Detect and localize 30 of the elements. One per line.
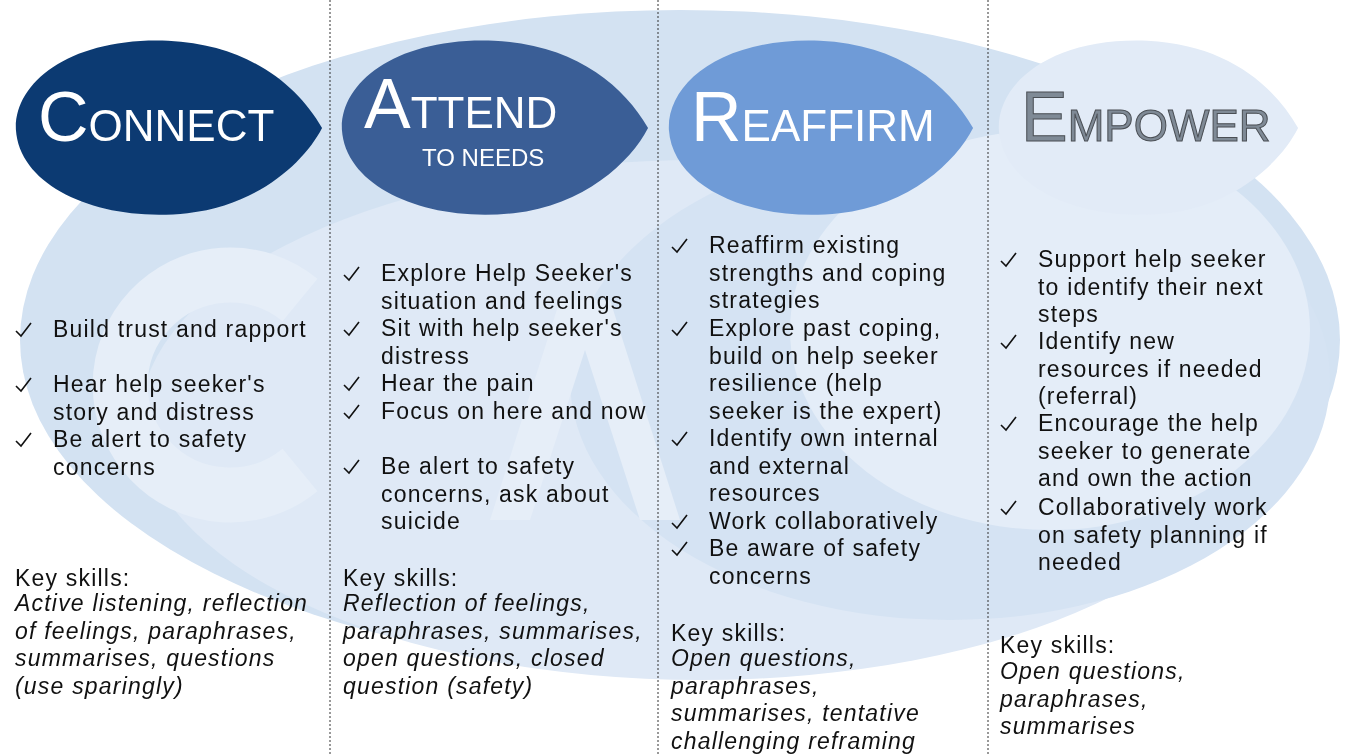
checklist-item: Hear the pain [381,370,536,398]
key-skills-text: Reflection of feelings, paraphrases, summarises, open questions, closed question (safety) [343,590,643,700]
stage-heading: EMPOWER [1021,92,1271,151]
checklist-item: Encourage the help seeker to generate and own the action [1038,410,1261,493]
checklist-item: Sit with help seeker's distress [381,315,624,370]
key-skills-heading: Key skills: [671,620,788,648]
key-skills-heading: Key skills: [1000,632,1117,660]
stage-subheading: TO NEEDS [422,145,545,171]
checklist-item: Identify new resources if needed (referral) [1038,328,1264,411]
key-skills-heading: Key skills: [15,565,132,593]
checklist-item: Be alert to safety concerns, ask about suicide [381,453,611,536]
key-skills-text: Open questions, paraphrases, summarises [1000,658,1187,741]
key-skills-text: Active listening, reflection of feelings, paraphrases, summarises, questions (use sparingly) [15,590,310,700]
stage-heading: ATTEND [364,79,558,138]
checklist-item: Be alert to safety concerns [53,426,249,481]
checklist-item: Reaffirm existing strengths and coping strategies [709,232,948,315]
checklist-item: Be aware of safety concerns [709,535,923,590]
checklist-item: Identify own internal and external resources [709,425,940,508]
checklist-item: Hear help seeker's story and distress [53,371,267,426]
checklist-item: Build trust and rapport [53,316,308,344]
checklist-item: Focus on here and now [381,398,648,426]
checklist-item: Explore Help Seeker's situation and feelings [381,260,635,315]
checklist-item: Collaboratively work on safety planning if needed [1038,494,1269,577]
stage-heading: REAFFIRM [691,92,935,151]
stage-heading: CONNECT [38,92,275,151]
checklist-item: Work collaboratively [709,508,940,536]
key-skills-heading: Key skills: [343,565,460,593]
checklist-item: Explore past coping, build on help seeker resilience (help seeker is the expert) [709,315,944,425]
key-skills-text: Open questions, paraphrases, summarises, tentative challenging reframing [671,645,921,755]
checklist-item: Support help seeker to identify their next steps [1038,246,1268,329]
